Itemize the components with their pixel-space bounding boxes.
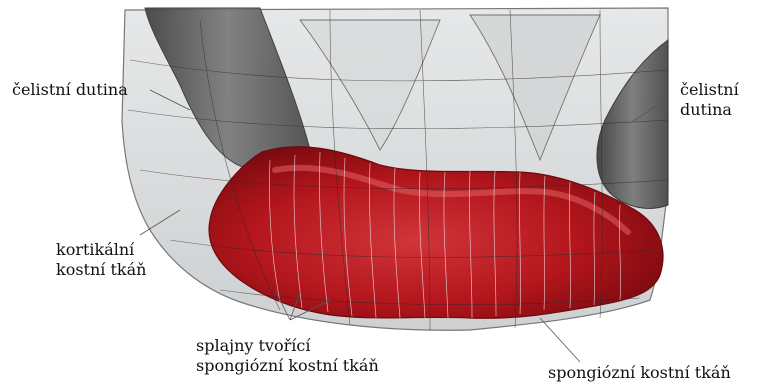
label-spongy-bone: spongiózní kostní tkáň: [548, 363, 731, 383]
label-splines: splajny tvořící spongiózní kostní tkáň: [196, 336, 379, 376]
label-cortical-bone: kortikální kostní tkáň: [56, 240, 146, 280]
label-right-maxillary-sinus: čelistní dutina: [680, 80, 739, 120]
label-left-maxillary-sinus: čelistní dutina: [12, 80, 128, 100]
